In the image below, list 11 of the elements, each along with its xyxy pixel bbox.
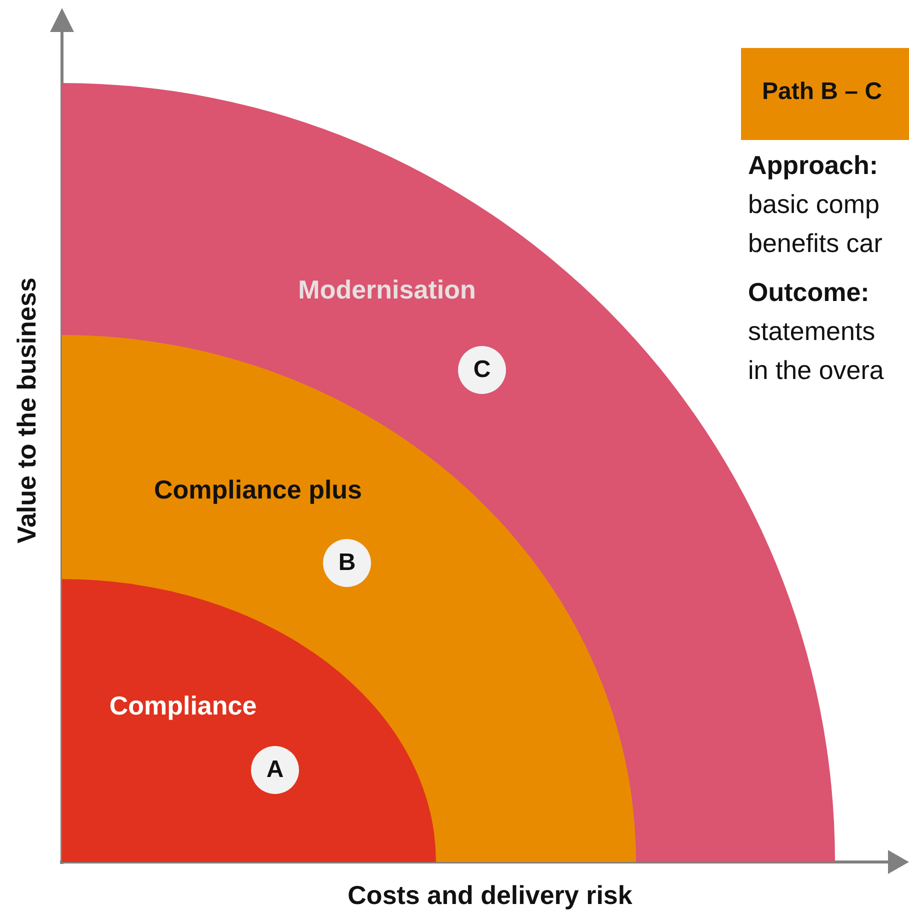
quarter-ring-region <box>62 579 436 862</box>
description-text: Outcome: statements in the overa <box>748 276 885 387</box>
region-label: Compliance <box>109 690 257 722</box>
region-label: Modernisation <box>298 274 476 306</box>
header-bar <box>741 48 909 140</box>
header-title: Path B – C <box>762 78 882 106</box>
axis-title: Costs and delivery risk <box>346 880 634 911</box>
description-text: Approach: basic comp benefits car <box>748 149 884 260</box>
region-label: Compliance plus <box>154 474 362 506</box>
axis-title: Value to the business <box>12 277 42 543</box>
quarter-ring-region <box>62 335 636 862</box>
